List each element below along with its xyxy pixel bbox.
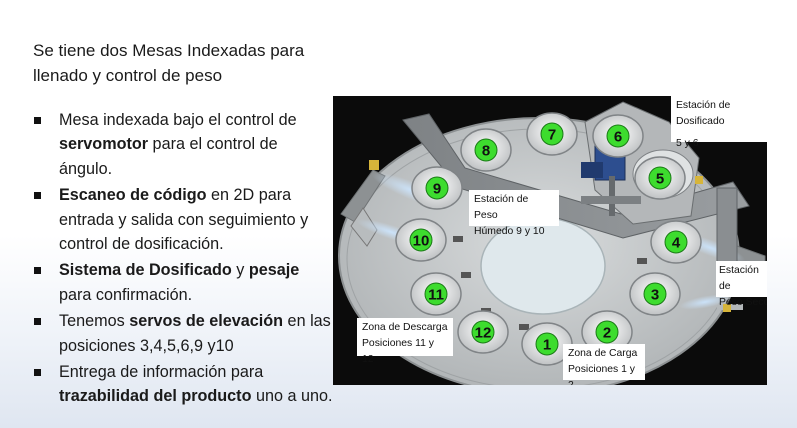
bullet-text: Mesa indexada bajo el control de servomo… xyxy=(59,111,297,178)
callout-discharge-sub: Posiciones 11 y 12 xyxy=(362,338,435,365)
position-number-label: 6 xyxy=(614,129,622,146)
text-run: y xyxy=(231,261,249,280)
callout-loading-title: Zona de Carga xyxy=(568,348,638,359)
position-number-label: 3 xyxy=(651,287,659,304)
text-run: Tenemos xyxy=(59,312,130,331)
text-run: para el control de ángulo. xyxy=(59,135,278,178)
position-marker-dot xyxy=(425,176,449,200)
bullet-item: Mesa indexada bajo el control de servomo… xyxy=(33,108,333,181)
position-marker-dot xyxy=(471,320,495,344)
position-number-label: 5 xyxy=(656,171,664,188)
bullet-item: Tenemos servos de elevación en las posic… xyxy=(33,309,333,358)
square-bullet-icon xyxy=(34,318,41,326)
bullet-text: Escaneo de código en 2D para entrada y s… xyxy=(59,186,308,253)
text-run: Mesa indexada bajo el control de xyxy=(59,111,297,129)
bold-text-run: trazabilidad del producto xyxy=(59,387,252,406)
callout-dosing-title: Estación de Dosificado xyxy=(676,100,731,127)
position-number-label: 9 xyxy=(433,181,441,198)
square-bullet-icon xyxy=(34,192,41,200)
position-marker-dot xyxy=(648,166,672,190)
bullet-list: Mesa indexada bajo el control de servomo… xyxy=(33,108,333,411)
position-marker-dot xyxy=(595,320,619,344)
position-number-label: 12 xyxy=(475,325,492,342)
text-run: en las posiciones 3,4,5,6,9 y10 xyxy=(59,312,331,355)
bold-text-run: servomotor xyxy=(59,135,149,154)
position-marker-dot xyxy=(606,124,630,148)
position-marker-dot xyxy=(643,282,667,306)
callout-discharge-zone: Zona de Descarga Posiciones 11 y 12 xyxy=(357,318,453,365)
square-bullet-icon xyxy=(34,267,41,275)
position-number-label: 10 xyxy=(413,233,430,250)
position-marker-dot xyxy=(664,230,688,254)
bold-text-run: Escaneo de código xyxy=(59,186,207,205)
text-run: Entrega de información para xyxy=(59,363,264,382)
position-number-label: 8 xyxy=(482,143,490,160)
callout-wet-weight: Estación de Peso Húmedo 9 y 10 xyxy=(469,190,559,237)
callout-dosing-sub: 5 y 6 xyxy=(676,138,699,149)
callout-dosing-station: Estación de Dosificado 5 y 6 xyxy=(671,96,767,149)
callout-wet-sub: Húmedo 9 y 10 xyxy=(474,226,545,237)
position-number-label: 1 xyxy=(543,337,551,354)
position-number-label: 7 xyxy=(548,127,556,144)
callout-wet-title: Estación de Peso xyxy=(474,194,529,221)
text-run: en 2D para entrada y salida con seguimie… xyxy=(59,186,309,254)
square-bullet-icon xyxy=(34,117,41,124)
position-number-label: 4 xyxy=(672,235,681,252)
callout-dry-weight: Estación de Peso Seco 3 y 4 xyxy=(716,261,767,308)
position-marker-dot xyxy=(540,122,564,146)
bold-text-run: Sistema de Dosificado xyxy=(59,261,232,280)
position-number-label: 11 xyxy=(428,287,444,304)
position-marker-dot xyxy=(474,138,498,162)
bullet-item: Escaneo de código en 2D para entrada y s… xyxy=(33,183,333,256)
callout-dry-sub: Peso Seco 3 y 4 xyxy=(719,297,767,308)
callout-loading-zone: Zona de Carga Posiciones 1 y 2 xyxy=(563,344,645,385)
text-run: para confirmación. xyxy=(59,285,193,304)
bold-text-run: servos de elevación xyxy=(129,312,284,331)
bullet-text: Tenemos servos de elevación en las posic… xyxy=(59,312,331,354)
text-run: uno a uno. xyxy=(251,387,333,406)
position-marker-dot xyxy=(424,282,448,306)
callout-dry-title: Estación de xyxy=(719,265,759,292)
callout-discharge-title: Zona de Descarga xyxy=(362,322,448,333)
intro-text: Se tiene dos Mesas Indexadas para llenad… xyxy=(33,41,305,85)
position-marker-dot xyxy=(409,228,433,252)
callout-loading-sub: Posiciones 1 y 2 xyxy=(568,364,635,385)
bullet-text: Sistema de Dosificado y pesaje para conf… xyxy=(59,261,299,303)
position-marker-dot xyxy=(535,332,559,356)
bullet-item: Entrega de información para trazabilidad… xyxy=(33,360,333,409)
bullet-item: Sistema de Dosificado y pesaje para conf… xyxy=(33,258,333,307)
bold-text-run: pesaje xyxy=(248,261,300,280)
square-bullet-icon xyxy=(34,369,41,377)
bullet-text: Entrega de información para trazabilidad… xyxy=(59,363,332,405)
position-number-label: 2 xyxy=(603,325,611,342)
